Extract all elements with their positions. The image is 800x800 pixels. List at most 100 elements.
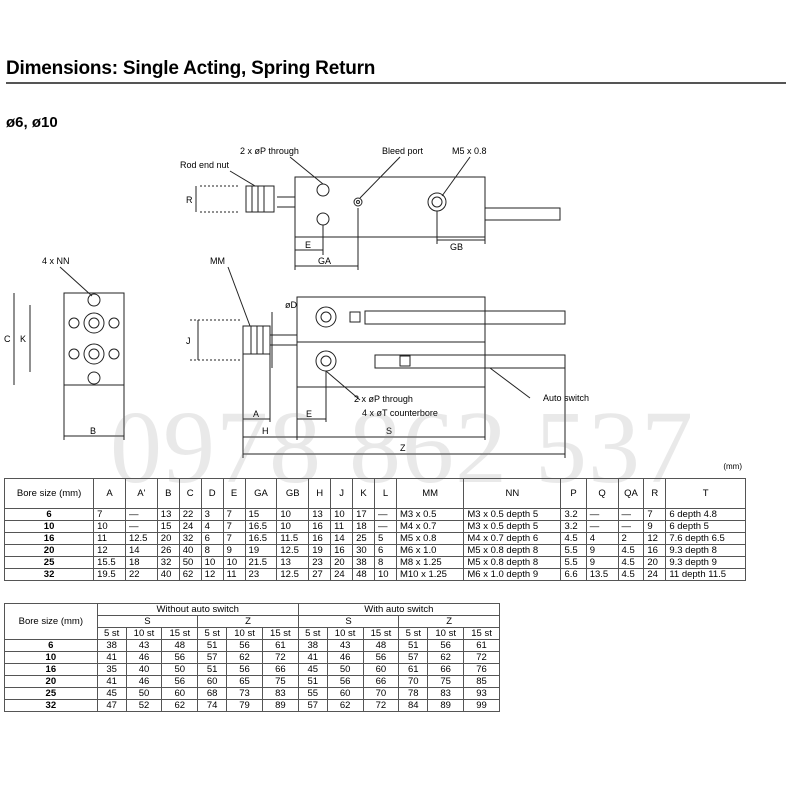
table-cell: 43 [326, 639, 364, 652]
table-cell: 27 [308, 568, 332, 581]
table-cell: 46 [125, 651, 163, 664]
dimension-col-header: Bore size (mm) [3, 478, 95, 509]
table-cell: 8 [200, 544, 224, 557]
dimension-col-header: MM [395, 478, 465, 509]
table-cell: 16 [308, 532, 332, 545]
table-cell: 61 [463, 639, 500, 652]
label-a: A [253, 409, 259, 419]
table-cell: 16 [330, 544, 354, 557]
bore-size-cell: 32 [4, 699, 98, 712]
stroke-col-header: 5 st [96, 627, 127, 640]
label-k: K [20, 334, 26, 344]
dimension-col-header: D [200, 478, 224, 509]
table-cell: 40 [178, 544, 202, 557]
table-cell: 56 [226, 663, 263, 676]
stroke-table-group-row: Bore size (mm) Without auto switch With … [4, 603, 501, 640]
table-cell: 24 [643, 568, 667, 581]
table-cell: 11 [93, 532, 126, 545]
table-cell: 26 [156, 544, 180, 557]
stroke-col-header: 15 st [261, 627, 299, 640]
table-cell: 4.5 [617, 556, 645, 569]
table-cell: 6 depth 5 [665, 520, 746, 533]
table-cell: 3 [200, 508, 224, 521]
bore-size-cell: 6 [4, 639, 98, 652]
dimension-col-header: C [178, 478, 202, 509]
table-cell: 5.5 [560, 544, 587, 557]
bore-size-cell: 25 [4, 687, 98, 700]
bore-size-cell: 10 [3, 520, 95, 533]
with-switch-header: With auto switch [297, 603, 501, 616]
table-cell: 40 [156, 568, 180, 581]
bore-size-cell: 32 [3, 568, 95, 581]
table-cell: 72 [362, 699, 400, 712]
table-cell: 6 depth 4.8 [665, 508, 746, 521]
table-cell: 38 [96, 639, 127, 652]
table-cell: 41 [96, 675, 127, 688]
label-t-counterbore: 4 x øT counterbore [362, 408, 438, 418]
table-cell: 16 [308, 520, 332, 533]
table-cell: 40 [125, 663, 163, 676]
table-cell: 7 [643, 508, 667, 521]
stroke-col-header: 10 st [427, 627, 465, 640]
label-s: S [386, 426, 392, 436]
table-cell: 56 [161, 651, 199, 664]
table-cell: 22 [124, 568, 158, 581]
table-cell: 56 [161, 675, 199, 688]
table-cell: M6 x 1.0 [395, 544, 465, 557]
label-z: Z [400, 443, 406, 453]
table-cell: 16.5 [244, 532, 278, 545]
table-cell: 83 [427, 687, 465, 700]
table-cell: 11 depth 11.5 [665, 568, 746, 581]
table-cell: M3 x 0.5 depth 5 [463, 520, 562, 533]
table-cell: 61 [398, 663, 429, 676]
table-cell: 7 [222, 532, 246, 545]
stroke-col-header: 15 st [161, 627, 199, 640]
table-cell: — [374, 520, 397, 533]
bore-size-cell: 20 [4, 675, 98, 688]
label-mm: MM [210, 256, 225, 266]
table-cell: 62 [326, 699, 364, 712]
table-cell: 7 [93, 508, 126, 521]
table-cell: 43 [125, 639, 163, 652]
table-cell: M5 x 0.8 depth 8 [463, 544, 562, 557]
table-cell: 56 [362, 651, 400, 664]
table-cell: 7 [222, 520, 246, 533]
table-cell: 5 [374, 532, 397, 545]
dimension-col-header: GB [276, 478, 310, 509]
dimension-col-header: E [222, 478, 246, 509]
table-cell: 10 [330, 508, 354, 521]
table-cell: 12.5 [276, 568, 310, 581]
table-cell: 4.5 [617, 568, 645, 581]
table-cell: M4 x 0.7 depth 6 [463, 532, 562, 545]
bore-size-cell: 16 [4, 663, 98, 676]
table-cell: 9 [585, 544, 619, 557]
table-cell: 19.5 [93, 568, 126, 581]
table-cell: — [617, 520, 645, 533]
bore-size-cell: 10 [4, 651, 98, 664]
table-cell: — [124, 508, 158, 521]
table-cell: 60 [326, 687, 364, 700]
table-cell: 65 [226, 675, 263, 688]
table-cell: 10 [93, 520, 126, 533]
table-cell: 56 [226, 639, 263, 652]
label-ga: GA [318, 256, 331, 266]
table-cell: 41 [96, 651, 127, 664]
stroke-col-header: 10 st [326, 627, 364, 640]
table-cell: 57 [197, 651, 228, 664]
table-cell: 20 [643, 556, 667, 569]
table-cell: 16.5 [244, 520, 278, 533]
table-cell: 62 [178, 568, 202, 581]
table-cell: 24 [178, 520, 202, 533]
dimension-col-header: P [560, 478, 587, 509]
table-cell: 51 [197, 639, 228, 652]
table-cell: 83 [261, 687, 299, 700]
stroke-col-header: 15 st [362, 627, 400, 640]
label-p-through-top: 2 x øP through [240, 146, 299, 156]
stroke-col-header: 10 st [226, 627, 263, 640]
table-cell: 7 [222, 508, 246, 521]
dimension-col-header: K [352, 478, 376, 509]
